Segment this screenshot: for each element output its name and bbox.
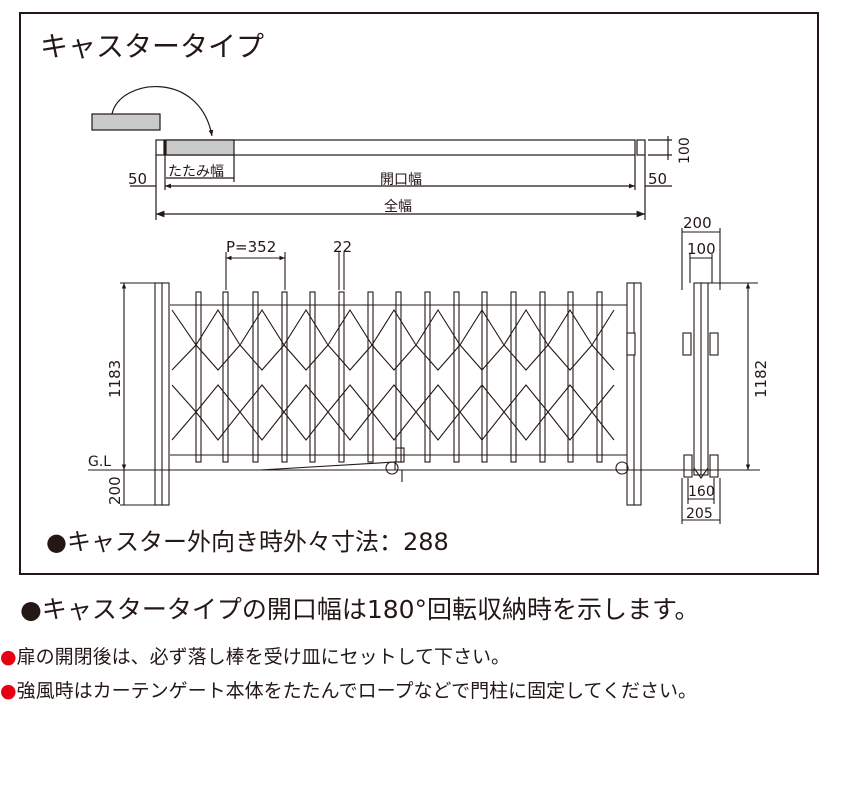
gate-diagram: キャスタータイプ たたみ幅 開口幅 全幅 50 50 100 — [40, 30, 770, 556]
bar-width-label: 22 — [333, 238, 352, 256]
fold-width-block — [165, 139, 235, 156]
note-strong-wind: ●強風時はカーテンゲート本体をたたんでロープなどで門柱に固定してください。 — [0, 676, 697, 703]
side-200-label: 200 — [683, 214, 712, 232]
opening-width-label: 開口幅 — [380, 172, 422, 188]
ground-label: G.L — [88, 454, 111, 470]
red-bullet-icon: ● — [0, 680, 17, 702]
diagram-title: キャスタータイプ — [40, 30, 264, 63]
left-post-plan — [155, 139, 165, 156]
caster-note: ●キャスター外向き時外々寸法：288 — [46, 528, 449, 556]
gate-rail-plan — [164, 139, 636, 156]
rail-height-label: 100 — [677, 137, 693, 164]
note-door-closing-text: 扉の開閉後は、必ず落し棒を受け皿にセットして下さい。 — [16, 646, 511, 668]
height-right-label: 1182 — [752, 360, 770, 398]
left-gap-label: 50 — [128, 170, 147, 188]
gate-lattice — [170, 304, 627, 456]
fold-width-label: たたみ幅 — [168, 164, 224, 180]
note-door-closing: ●扉の開閉後は、必ず落し棒を受け皿にセットして下さい。 — [0, 642, 510, 669]
base-205-label: 205 — [686, 506, 713, 522]
main-note: ●キャスタータイプの開口幅は180°回転収納時を示します。 — [20, 595, 700, 624]
note-strong-wind-text: 強風時はカーテンゲート本体をたたんでロープなどで門柱に固定してください。 — [16, 680, 697, 702]
right-gap-label: 50 — [648, 170, 667, 188]
pitch-label: P=352 — [226, 238, 276, 256]
caster-right — [615, 461, 629, 475]
total-width-label: 全幅 — [384, 198, 412, 215]
red-bullet-icon: ● — [0, 646, 17, 668]
side-view — [681, 228, 758, 524]
below-ground-label: 200 — [106, 476, 124, 505]
fold-arrow — [111, 86, 214, 137]
vertical-bars — [195, 291, 603, 463]
front-view — [88, 252, 760, 506]
diagram-frame — [19, 12, 819, 575]
side-100-label: 100 — [687, 240, 716, 258]
height-left-label: 1183 — [106, 360, 124, 398]
plan-view — [91, 86, 672, 220]
folded-block — [91, 113, 161, 131]
base-160-label: 160 — [688, 484, 715, 500]
right-post-plan — [636, 139, 646, 156]
caster-left — [385, 461, 399, 475]
